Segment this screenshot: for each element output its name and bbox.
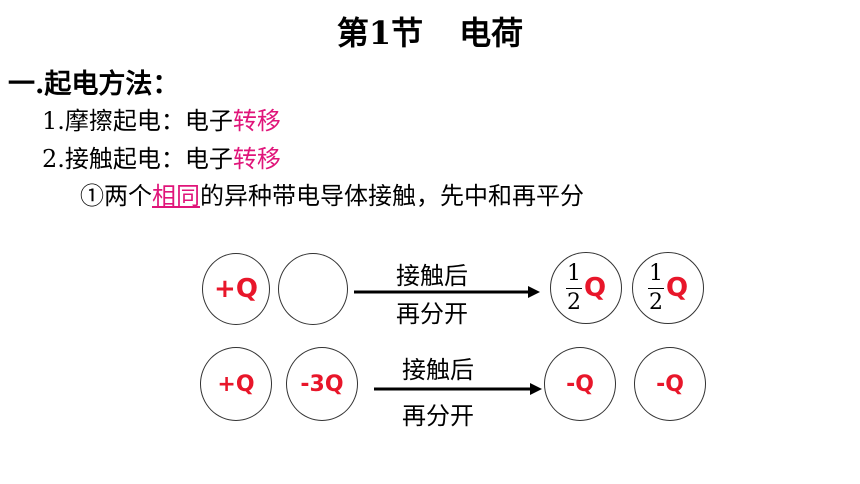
row1-sphere-d: 1 2 Q — [632, 252, 704, 324]
page-title: 第1节电荷 — [0, 8, 860, 54]
row2-arrow-top-label: 接触后 — [402, 356, 474, 384]
row2-arrow-icon — [374, 383, 542, 395]
section-heading: 一.起电方法： — [8, 69, 180, 100]
fraction-numerator: 1 — [648, 260, 663, 286]
sub-item-post: 的异种带电导体接触，先中和再平分 — [200, 182, 584, 210]
list-item-text: 2.接触起电：电子 — [42, 145, 233, 173]
row2-sphere-d: -Q — [634, 347, 706, 421]
row2-arrow-bottom-label: 再分开 — [402, 402, 474, 430]
fraction-bar — [647, 287, 664, 289]
fraction-denominator: 2 — [566, 289, 581, 315]
row2-sphere-c: -Q — [544, 347, 616, 421]
list-item-highlight: 转移 — [232, 107, 281, 135]
title-topic: 电荷 — [459, 14, 524, 52]
charge-symbol: Q — [583, 273, 607, 303]
charge-symbol: Q — [665, 273, 689, 303]
sub-item: ①两个相同的异种带电导体接触，先中和再平分 — [80, 176, 584, 211]
list-item-highlight: 转移 — [232, 145, 281, 173]
fraction-numerator: 1 — [566, 260, 581, 286]
title-section: 第1节 — [336, 14, 424, 52]
fraction: 1 2 — [565, 260, 582, 315]
row1-arrow-icon — [354, 286, 540, 298]
row1-sphere-b — [278, 253, 348, 325]
sub-item-highlight: 相同 — [152, 182, 200, 210]
list-item-text: 1.摩擦起电：电子 — [42, 107, 233, 135]
row2-sphere-b: -3Q — [286, 347, 358, 421]
fraction-denominator: 2 — [648, 289, 663, 315]
list-item-friction: 1.摩擦起电：电子转移 — [42, 101, 281, 136]
row2-sphere-a: +Q — [200, 347, 272, 421]
sub-item-pre: ①两个 — [80, 182, 152, 210]
fraction-charge: 1 2 Q — [647, 260, 689, 315]
fraction-charge: 1 2 Q — [565, 260, 607, 315]
fraction-bar — [565, 287, 582, 289]
row1-sphere-c: 1 2 Q — [550, 252, 622, 324]
list-item-contact: 2.接触起电：电子转移 — [42, 139, 281, 174]
row1-sphere-a: +Q — [202, 253, 270, 325]
fraction: 1 2 — [647, 260, 664, 315]
row1-arrow-bottom-label: 再分开 — [396, 300, 468, 328]
row1-arrow-top-label: 接触后 — [396, 262, 468, 290]
